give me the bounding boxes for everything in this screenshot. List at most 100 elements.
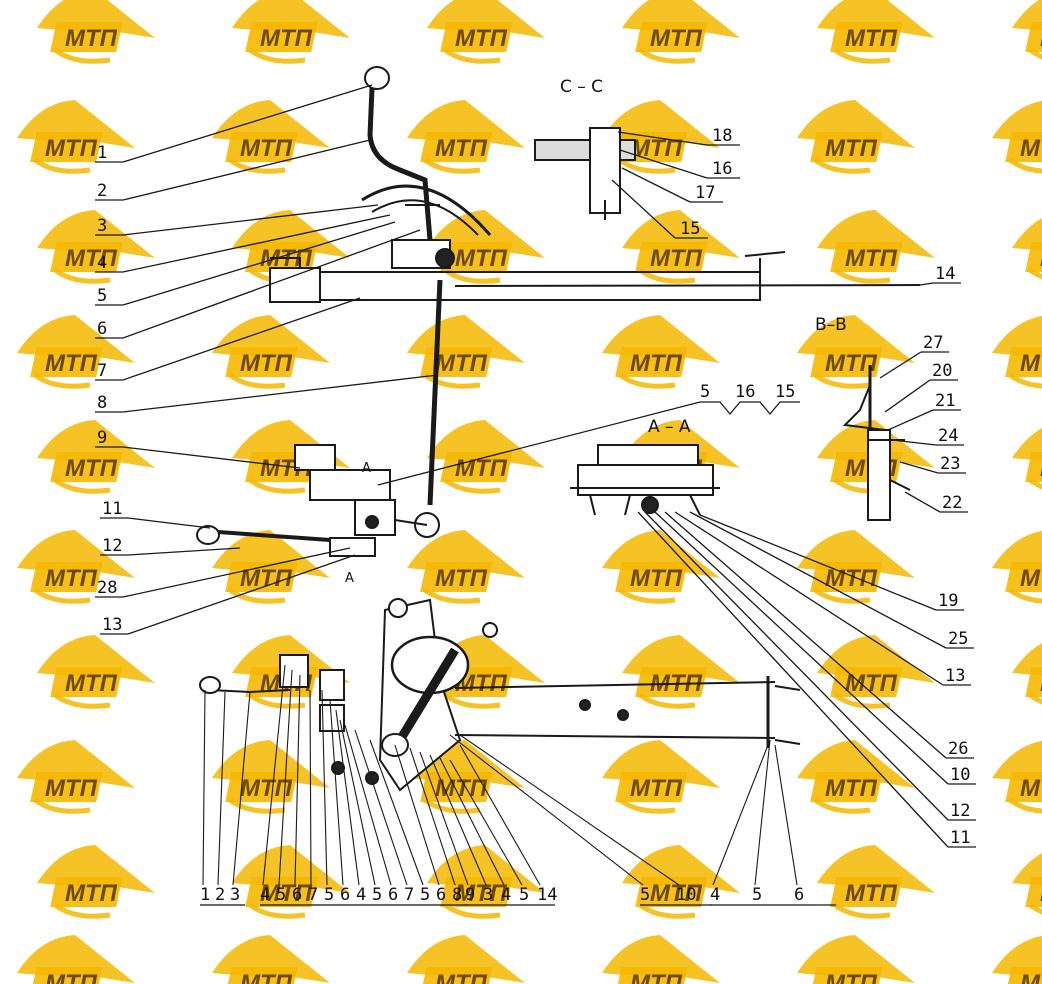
leader-line	[429, 754, 487, 886]
watermark-logo: МТП	[407, 935, 525, 984]
leader-line	[884, 379, 931, 413]
callout-bottom: 14	[537, 885, 557, 905]
callout-cc: 17	[695, 183, 715, 203]
watermark-text: МТП	[845, 25, 898, 52]
leader-line	[654, 511, 949, 785]
leader-line	[891, 439, 937, 446]
leader-line	[369, 739, 424, 886]
leader-line	[294, 674, 301, 886]
callout-bottom: 1	[200, 885, 210, 905]
watermark-text: МТП	[65, 455, 118, 482]
watermark-logo: МТП	[797, 100, 915, 174]
watermark-logo: МТП	[622, 845, 740, 919]
watermark-text: МТП	[45, 350, 98, 377]
callout-left: 28	[97, 578, 117, 598]
callout-left: 3	[97, 216, 107, 236]
callout-right: 12	[950, 801, 970, 821]
watermark-logo: МТП	[212, 315, 330, 389]
watermark-logo: МТП	[817, 845, 935, 919]
watermark-logo: МТП	[817, 0, 935, 64]
watermark-text: МТП	[1040, 880, 1042, 907]
watermark-text: МТП	[435, 565, 488, 592]
watermark-logo: МТП	[212, 530, 330, 604]
watermark-logo: МТП	[602, 935, 720, 984]
watermark-logo: МТП	[232, 0, 350, 64]
callout-bottom: 4	[356, 885, 366, 905]
leader-line	[122, 139, 371, 201]
watermark-text: МТП	[630, 350, 683, 377]
mechanism-linework	[196, 66, 921, 792]
watermark-logo: МТП	[602, 530, 720, 604]
callout-bottom: 5	[372, 885, 382, 905]
callout-bottom: 3	[230, 885, 240, 905]
watermark-logo: МТП	[37, 0, 155, 64]
watermark-text: МТП	[65, 670, 118, 697]
callout-right: 11	[950, 828, 970, 848]
leader-line	[122, 297, 361, 381]
watermark-text: МТП	[45, 970, 98, 984]
leader-line	[309, 689, 312, 886]
leader-line	[689, 511, 947, 649]
leader-line	[122, 214, 391, 273]
leader-line	[712, 744, 769, 886]
leader-line	[449, 759, 523, 886]
callout-left: 2	[97, 181, 107, 201]
watermark-logo: МТП	[407, 100, 525, 174]
leader-line	[122, 84, 373, 163]
leader-line	[122, 229, 421, 339]
watermark-logo: МТП	[1012, 218, 1042, 280]
watermark-logo: МТП	[407, 315, 525, 389]
section-title-bb: B–B	[815, 315, 847, 335]
callout-bottom: 4	[710, 885, 720, 905]
leader-line	[278, 669, 293, 886]
watermark-logo: МТП	[407, 530, 525, 604]
leader-line	[122, 446, 301, 469]
callout-bottom: 4	[260, 885, 270, 905]
watermark-logo: МТП	[17, 530, 135, 604]
leader-line	[339, 719, 376, 886]
leader-line	[459, 734, 680, 886]
watermark-text: МТП	[630, 135, 683, 162]
watermark-text: МТП	[1020, 970, 1042, 984]
leader-line	[419, 751, 469, 886]
section-title-aa: A – A	[648, 417, 691, 437]
callout-cc: 16	[712, 159, 732, 179]
watermark-logo: МТП	[1012, 428, 1042, 490]
leader-line	[217, 691, 226, 886]
callout-bottom: 5	[640, 885, 650, 905]
callout-left: 9	[97, 428, 107, 448]
watermark-logo: МТП	[797, 740, 915, 814]
leader-line	[754, 739, 771, 886]
callout-bottom: 7	[404, 885, 414, 905]
watermark-logo: МТП	[622, 635, 740, 709]
leader-line	[335, 709, 360, 886]
watermark-logo: МТП	[992, 740, 1042, 814]
callout-left: 11	[102, 499, 122, 519]
leader-line	[637, 511, 949, 848]
leader-line	[122, 221, 396, 306]
watermark-text: МТП	[1020, 565, 1042, 592]
leader-line	[344, 724, 392, 886]
watermark-text: МТП	[240, 970, 293, 984]
leader-line	[439, 757, 505, 886]
callout-right: 13	[945, 666, 965, 686]
watermark-logo: МТП	[992, 530, 1042, 604]
watermark-text: МТП	[455, 455, 508, 482]
callout-left: 4	[97, 253, 107, 273]
leader-line	[619, 149, 708, 179]
callout-left: 13	[102, 615, 122, 635]
callout-right: 14	[935, 264, 955, 284]
leader-line	[449, 734, 644, 886]
watermark-text: МТП	[630, 775, 683, 802]
leader-line	[699, 514, 937, 611]
watermark-logo: МТП	[992, 315, 1042, 389]
watermark-logo: МТП	[797, 935, 915, 984]
leader-line	[262, 664, 286, 886]
callout-top-16: 16	[735, 382, 755, 402]
watermark-logo: МТП	[37, 635, 155, 709]
leader-line	[127, 547, 241, 556]
callout-left: 12	[102, 536, 122, 556]
leader-line	[354, 729, 408, 886]
watermark-logo: МТП	[17, 315, 135, 389]
